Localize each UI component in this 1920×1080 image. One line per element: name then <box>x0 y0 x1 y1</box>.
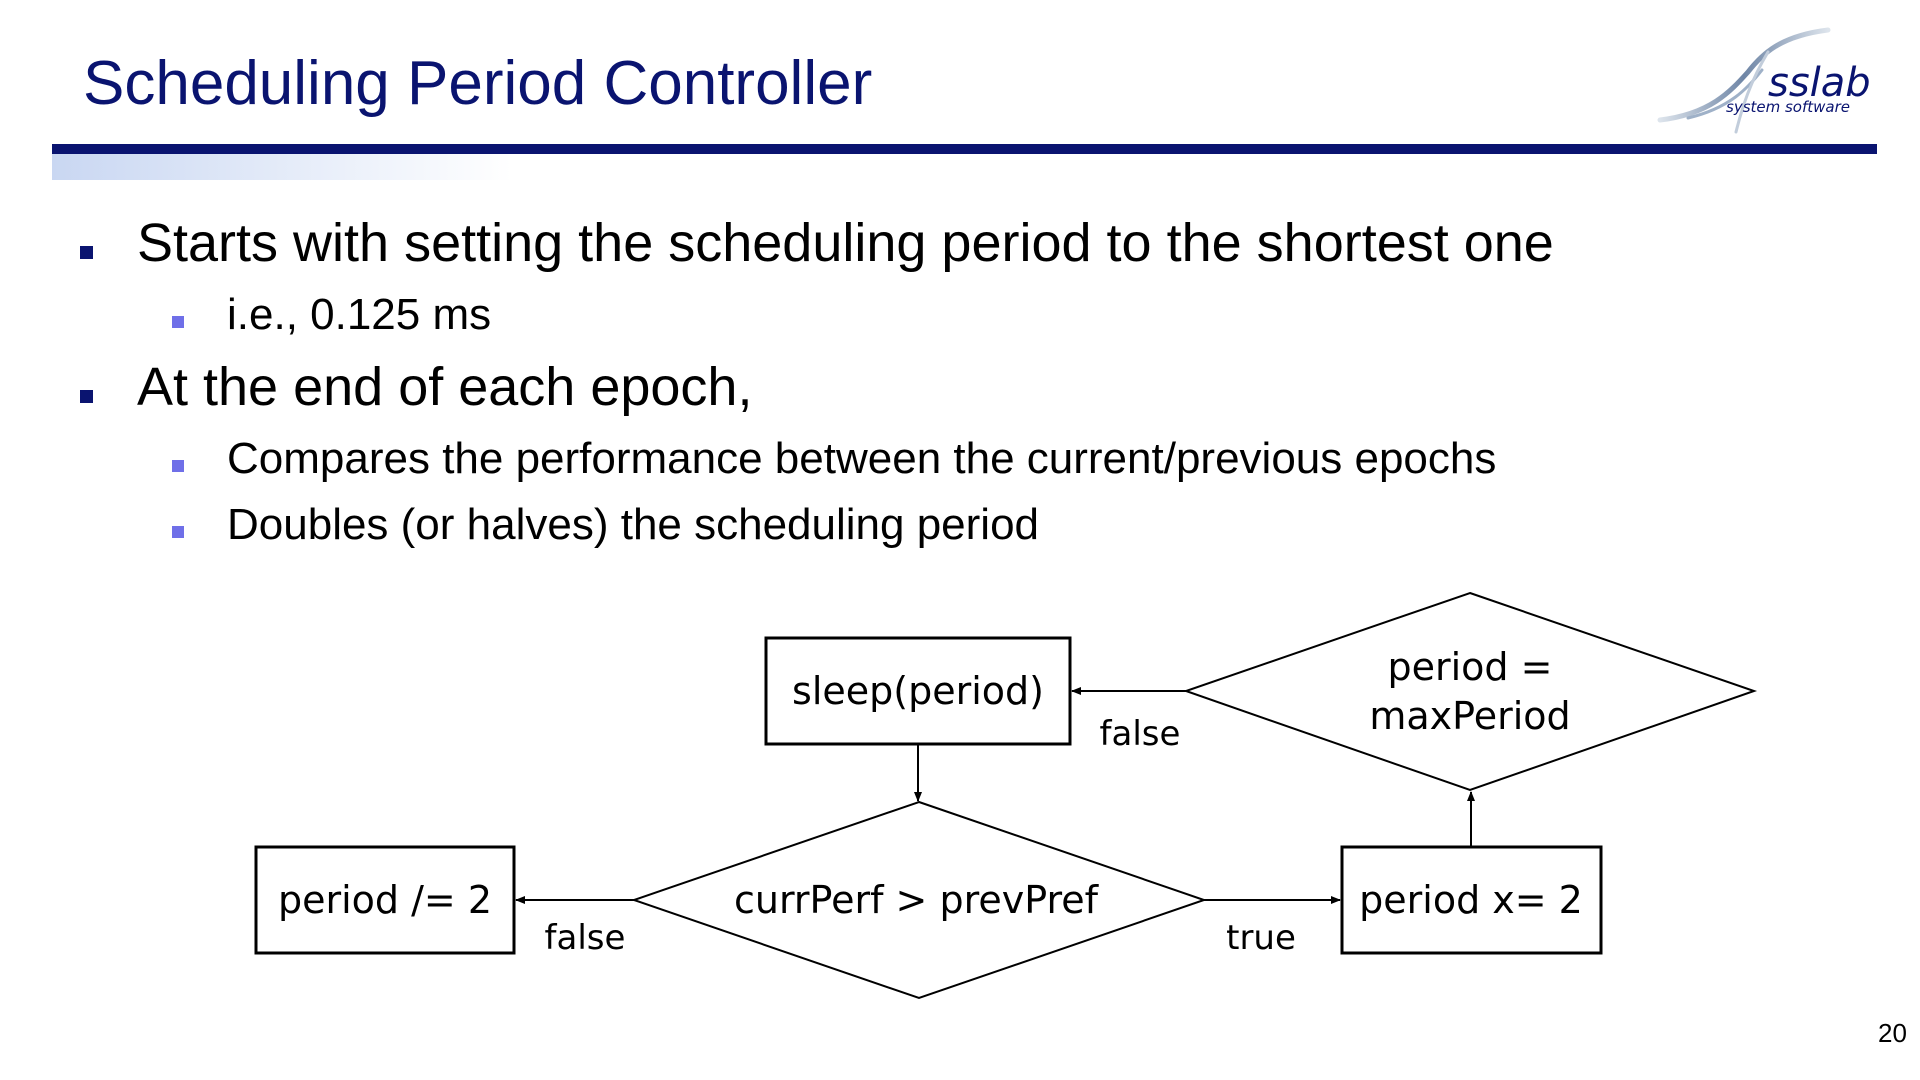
perf-decision <box>630 800 1208 1000</box>
bullet-square-icon <box>80 390 93 403</box>
logo-tagline: system software <box>1726 98 1851 116</box>
sub-bullet-item: i.e., 0.125 ms <box>227 290 492 339</box>
sub-bullet-item: Compares the performance between the cur… <box>227 434 1497 483</box>
bullet-item: At the end of each epoch, <box>137 357 753 417</box>
sub-bullet-square-icon <box>172 460 184 472</box>
max-period-text-line1: period = <box>1388 645 1553 689</box>
label-false-top: false <box>1100 714 1181 754</box>
sleep-box <box>764 636 1072 746</box>
slide-title: Scheduling Period Controller <box>83 49 873 118</box>
halve-text: period /= 2 <box>278 878 492 922</box>
bullet-item: Starts with setting the scheduling perio… <box>137 213 1554 273</box>
sleep-text: sleep(period) <box>792 669 1044 713</box>
label-true: true <box>1226 918 1296 958</box>
title-underline-gradient <box>52 154 512 180</box>
sslab-swoosh-logo-icon <box>1657 27 1831 134</box>
double-box <box>1340 845 1603 955</box>
logo-name: sslab <box>1768 60 1871 106</box>
perf-decision-text: currPerf > prevPref <box>734 878 1100 922</box>
halve-box <box>254 845 516 955</box>
page-number: 20 <box>1878 1018 1907 1048</box>
max-period-decision <box>1182 591 1758 792</box>
sub-bullet-item: Doubles (or halves) the scheduling perio… <box>227 500 1040 549</box>
max-period-text-line2: maxPeriod <box>1369 694 1570 738</box>
title-underline-bar <box>52 144 1877 154</box>
sub-bullet-square-icon <box>172 526 184 538</box>
label-false-left: false <box>545 918 626 958</box>
bullet-square-icon <box>80 246 93 259</box>
sub-bullet-square-icon <box>172 316 184 328</box>
double-text: period x= 2 <box>1359 878 1583 922</box>
